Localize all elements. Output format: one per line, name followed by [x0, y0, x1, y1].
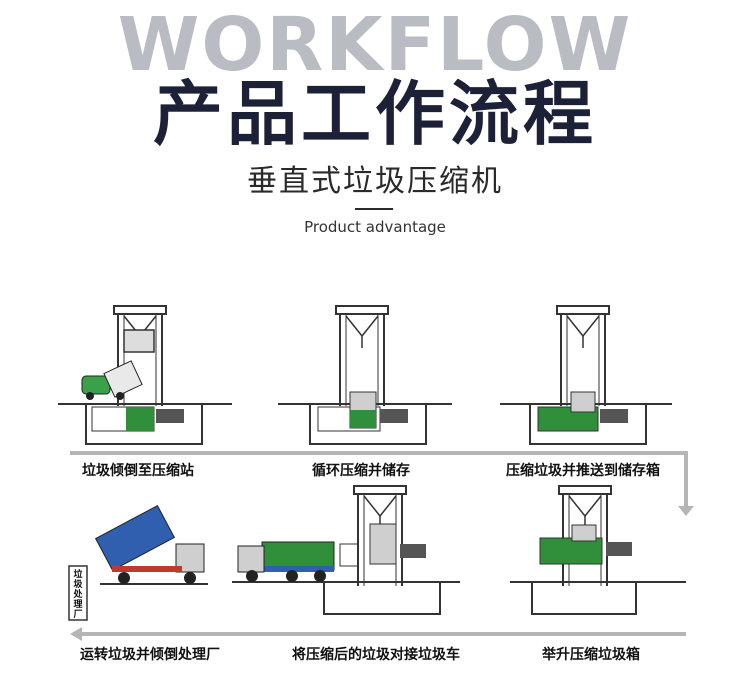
workflow-watermark: WORKFLOW	[117, 2, 633, 88]
step-5-illustration	[232, 485, 460, 615]
step-6-label: 举升压缩垃圾箱	[542, 647, 640, 663]
plant-sign-board	[68, 565, 88, 621]
step-5-label: 将压缩后的垃圾对接垃圾车	[292, 647, 460, 663]
plant-sign-text: 垃圾处理厂	[73, 570, 83, 620]
step-3-illustration	[500, 305, 672, 445]
flow-arrowhead-left	[70, 627, 82, 641]
title-divider	[355, 208, 393, 210]
tagline: Product advantage	[304, 218, 446, 236]
step-2-label: 循环压缩并储存	[312, 463, 410, 479]
step-4-illustration	[94, 504, 208, 585]
page-title: 产品工作流程	[153, 73, 597, 155]
step-4-label: 运转垃圾并倾倒处理厂	[80, 647, 220, 663]
flow-arrow-right	[70, 451, 688, 508]
step-2-illustration	[278, 305, 452, 445]
step-1-illustration	[58, 305, 232, 445]
step-1-label: 垃圾倾倒至压缩站	[82, 463, 194, 479]
step-6-illustration	[510, 485, 686, 615]
page-subtitle: 垂直式垃圾压缩机	[247, 164, 503, 199]
step-3-label: 压缩垃圾并推送到储存箱	[506, 463, 660, 479]
flow-arrowhead-down	[678, 506, 694, 516]
